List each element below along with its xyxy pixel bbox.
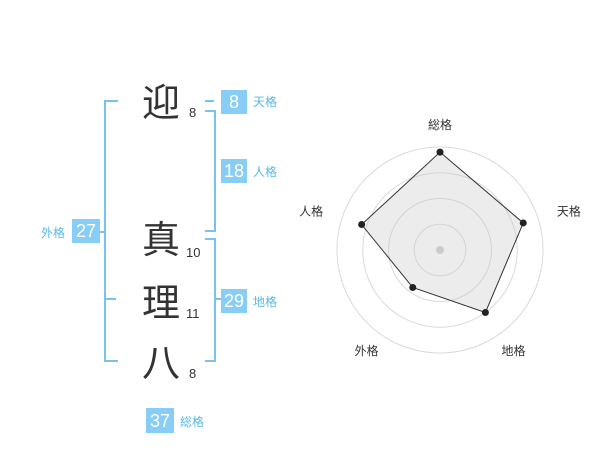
tenkaku-bracket bbox=[205, 100, 214, 102]
radar-point-3 bbox=[481, 308, 489, 316]
jinkaku-badge: 18 bbox=[221, 159, 247, 183]
radar-axis-label-2: 天格 bbox=[557, 203, 581, 218]
radar-point-2 bbox=[519, 219, 527, 227]
stroke-count-1: 8 bbox=[189, 105, 197, 120]
gaikaku-badge: 27 bbox=[72, 219, 100, 243]
name-char-3: 理 bbox=[142, 281, 181, 325]
soukaku-label: 総格 bbox=[180, 415, 205, 429]
radar-ring-3 bbox=[362, 172, 518, 328]
radar-point-5 bbox=[358, 221, 366, 229]
gaikaku-bracket-tick bbox=[104, 298, 116, 300]
chikaku-badge: 29 bbox=[221, 289, 247, 313]
chikaku-bracket bbox=[205, 238, 216, 362]
jinkaku-label: 人格 bbox=[253, 165, 278, 179]
chikaku-connector bbox=[214, 298, 221, 300]
radar-ring-1 bbox=[413, 223, 467, 277]
gaikaku-connector bbox=[98, 231, 105, 233]
name-char-2: 真 bbox=[142, 218, 181, 262]
tenkaku-badge: 8 bbox=[221, 90, 247, 114]
name-char-4: 八 bbox=[142, 341, 181, 385]
radar-point-1 bbox=[436, 148, 444, 156]
radar-point-4 bbox=[409, 283, 417, 291]
chikaku-label: 地格 bbox=[253, 295, 278, 309]
radar-axis-label-4: 外格 bbox=[355, 343, 379, 358]
jinkaku-bracket bbox=[205, 110, 216, 232]
stroke-count-3: 11 bbox=[186, 306, 200, 321]
radar-center-dot bbox=[436, 246, 444, 254]
tenkaku-label: 天格 bbox=[253, 95, 278, 109]
gaikaku-bracket bbox=[104, 100, 118, 362]
stroke-count-2: 10 bbox=[186, 245, 201, 260]
radar-ring-2 bbox=[388, 198, 492, 302]
stroke-count-4: 8 bbox=[189, 366, 197, 381]
gaikaku-label: 外格 bbox=[41, 226, 66, 240]
radar-axis-label-1: 総格 bbox=[428, 117, 452, 132]
name-char-1: 迎 bbox=[142, 81, 181, 125]
radar-axis-label-5: 人格 bbox=[299, 203, 323, 218]
soukaku-badge: 37 bbox=[146, 408, 174, 433]
radar-ring-4 bbox=[336, 146, 544, 354]
radar-axis-label-3: 地格 bbox=[501, 343, 525, 358]
radar-series-area bbox=[360, 151, 524, 314]
